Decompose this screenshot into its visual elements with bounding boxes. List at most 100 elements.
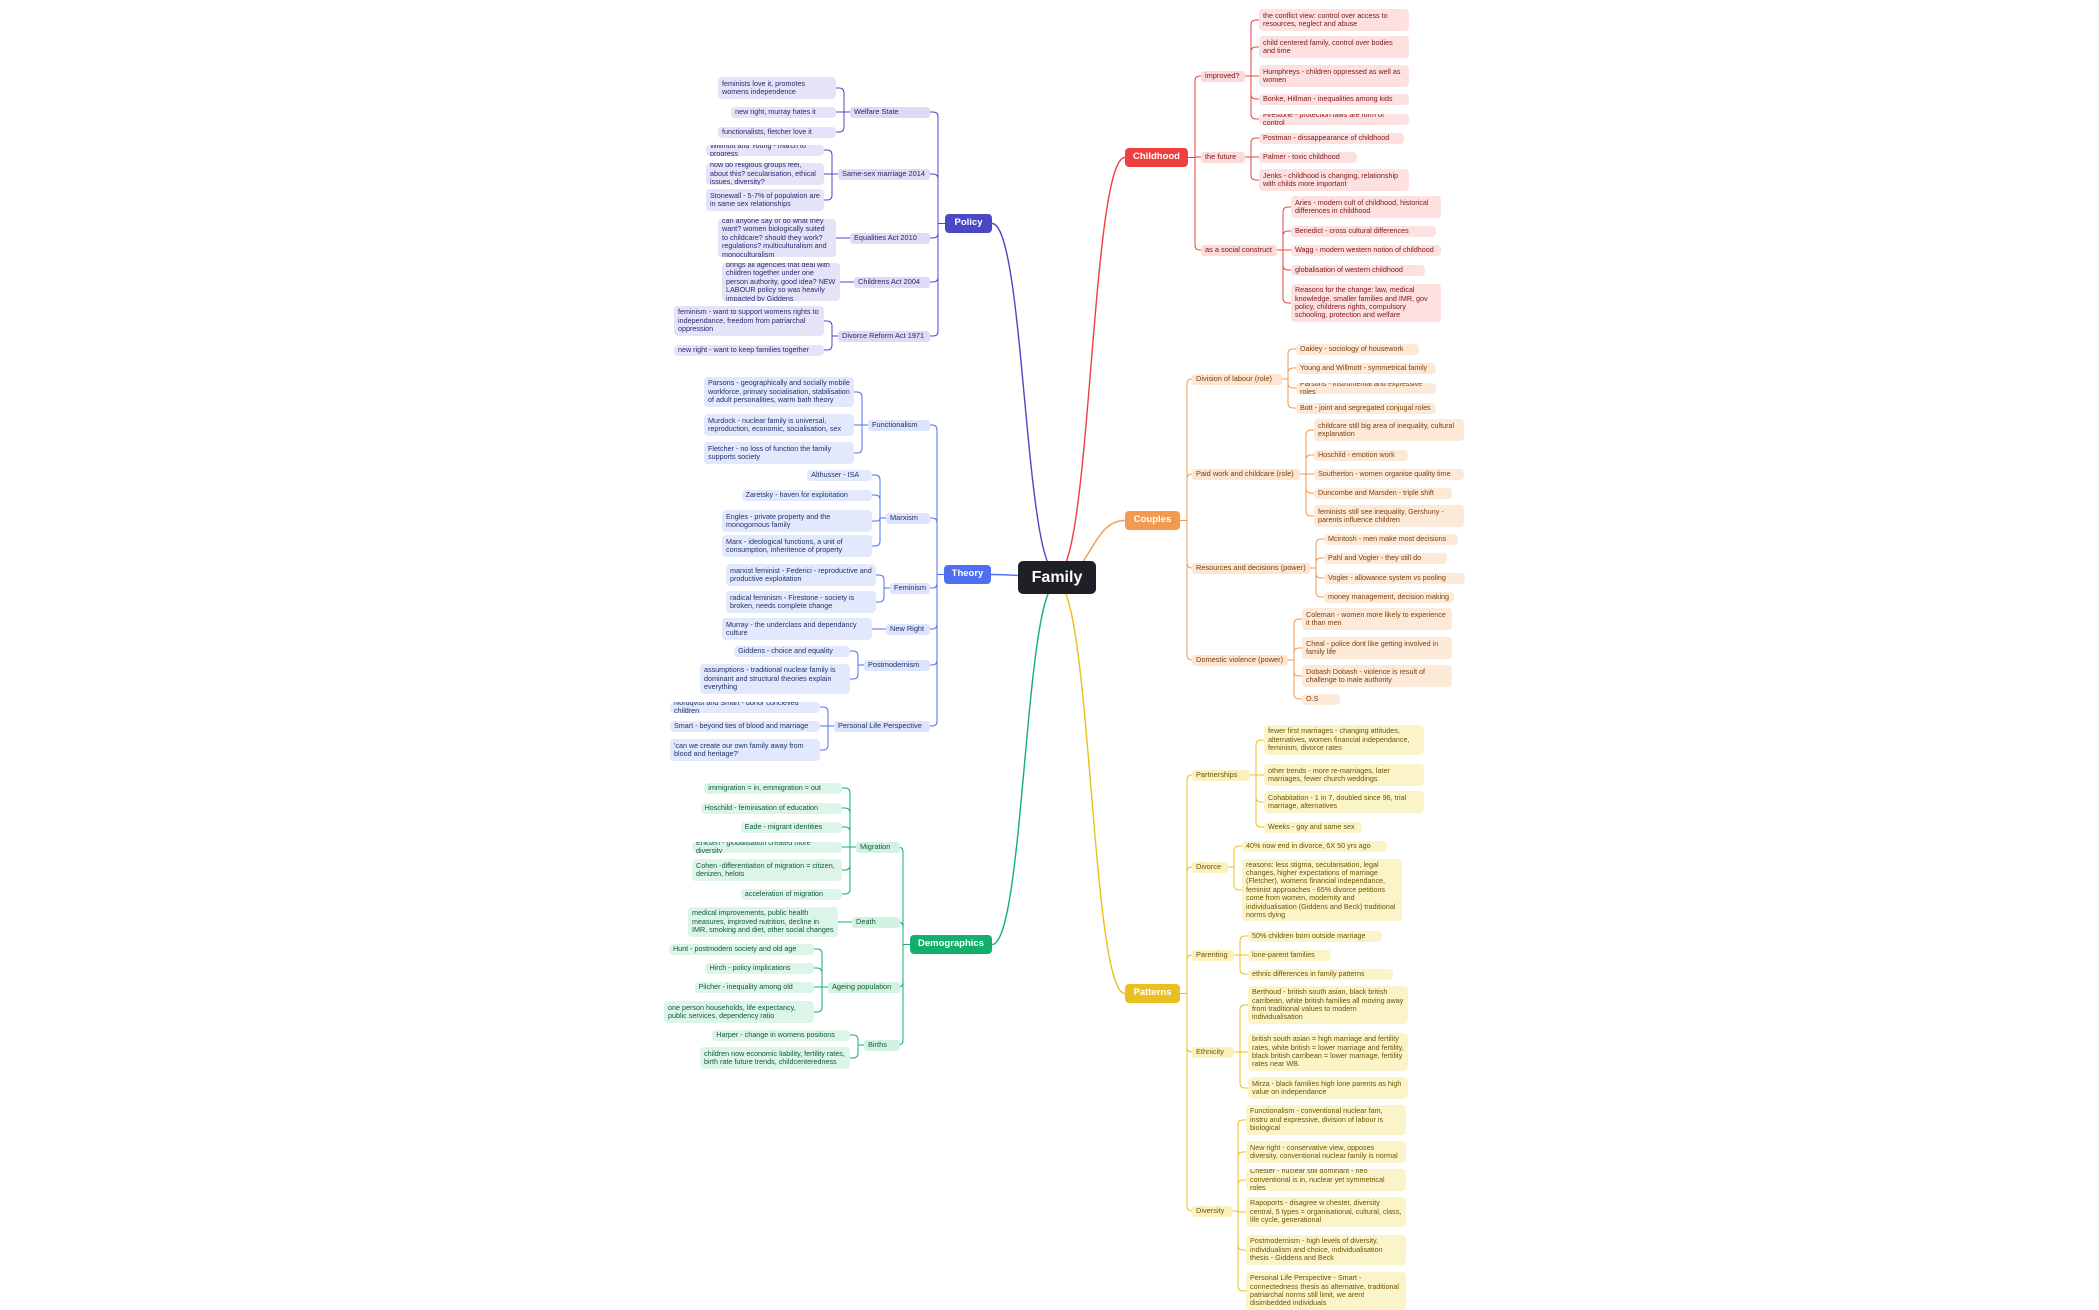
couples-leaf[interactable]: feminists still see inequality, Gershuny… — [1314, 505, 1464, 527]
theory-leaf[interactable]: Fletcher - no loss of function the famil… — [704, 442, 854, 464]
theory-leaf[interactable]: radical feminism - Firestone - society i… — [726, 591, 876, 613]
couples-topic[interactable]: Paid work and childcare (role) — [1192, 468, 1300, 480]
childhood-topic[interactable]: improved? — [1201, 70, 1245, 82]
couples-leaf[interactable]: Bott - joint and segregated conjugal rol… — [1296, 402, 1436, 414]
couples-leaf[interactable]: Pahl and Vogler - they still do — [1324, 552, 1448, 564]
patterns-leaf[interactable]: Postmodernism - high levels of diversity… — [1246, 1235, 1406, 1265]
policy-topic[interactable]: Welfare State — [850, 106, 930, 118]
demographics-topic[interactable]: Ageing population — [828, 981, 900, 993]
demographics-leaf[interactable]: Hirch - policy implications — [705, 962, 814, 974]
couples-topic[interactable]: Division of labour (role) — [1192, 373, 1282, 385]
theory-topic[interactable]: New Right — [886, 623, 930, 635]
patterns-topic[interactable]: Divorce — [1192, 861, 1228, 873]
policy-leaf[interactable]: can anyone say or do what they want? wom… — [718, 219, 836, 257]
patterns-leaf[interactable]: Mirza - black families high lone parents… — [1248, 1077, 1408, 1099]
patterns-leaf[interactable]: Rapoports - disagree w chester, diversit… — [1246, 1197, 1406, 1227]
couples-leaf[interactable]: Dobash Dobash - violence is result of ch… — [1302, 665, 1452, 687]
patterns-leaf[interactable]: Personal Life Perspective - Smart - conn… — [1246, 1272, 1406, 1310]
couples-leaf[interactable]: Hoschild - emotion work — [1314, 449, 1408, 461]
childhood-leaf[interactable]: Bonke, Hillman - inequalities among kids — [1259, 93, 1409, 105]
couples-leaf[interactable]: childcare still big area of inequality, … — [1314, 419, 1464, 441]
policy-topic[interactable]: Same-sex marriage 2014 — [838, 168, 930, 180]
theory-leaf[interactable]: Althusser - ISA — [807, 469, 872, 481]
theory-topic[interactable]: Functionalism — [868, 419, 930, 431]
childhood-leaf[interactable]: Aries - modern cult of childhood, histor… — [1291, 196, 1441, 218]
couples-leaf[interactable]: Coleman - women more likely to experienc… — [1302, 608, 1452, 630]
patterns-leaf[interactable]: 50% children born outside marriage — [1248, 930, 1383, 942]
childhood-leaf[interactable]: globalisation of western childhood — [1291, 264, 1426, 276]
patterns-leaf[interactable]: 40% now end in divorce, 6X 50 yrs ago — [1242, 840, 1388, 852]
policy-branch[interactable]: Policy — [945, 214, 992, 233]
demographics-leaf[interactable]: Pilcher - inequality among old — [694, 981, 814, 993]
patterns-topic[interactable]: Ethnicity — [1192, 1046, 1234, 1058]
theory-topic[interactable]: Marxism — [886, 512, 930, 524]
theory-leaf[interactable]: Parsons - geographically and socially mo… — [704, 377, 854, 407]
couples-leaf[interactable]: Southerton - women organise quality time — [1314, 468, 1464, 480]
patterns-leaf[interactable]: british south asian = high marriage and … — [1248, 1033, 1408, 1071]
theory-branch[interactable]: Theory — [944, 565, 991, 584]
demographics-leaf[interactable]: Eriksen - globalisation created more div… — [692, 841, 842, 853]
couples-leaf[interactable]: Oakley - sociology of housework — [1296, 343, 1420, 355]
patterns-leaf[interactable]: Chester - nuclear still dominant - neo c… — [1246, 1169, 1406, 1191]
childhood-leaf[interactable]: child centered family, control over bodi… — [1259, 36, 1409, 58]
couples-leaf[interactable]: Parsons - instrumental and expressive ro… — [1296, 382, 1436, 394]
policy-leaf[interactable]: how do religious groups feel, about this… — [706, 163, 824, 185]
couples-leaf[interactable]: Duncombe and Marsden - triple shift — [1314, 487, 1452, 499]
couples-leaf[interactable]: Cheal - police dont like getting involve… — [1302, 637, 1452, 659]
patterns-topic[interactable]: Parenting — [1192, 949, 1234, 961]
theory-topic[interactable]: Feminism — [890, 582, 930, 594]
demographics-leaf[interactable]: one person households, life expectancy, … — [664, 1001, 814, 1023]
patterns-leaf[interactable]: ethnic differences in family patterns — [1248, 968, 1394, 980]
childhood-leaf[interactable]: Wagg - modern western notion of childhoo… — [1291, 244, 1441, 256]
patterns-leaf[interactable]: Berthoud - british south asian, black br… — [1248, 986, 1408, 1024]
root-node-family[interactable]: Family — [1018, 561, 1096, 594]
theory-topic[interactable]: Personal Life Perspective — [834, 720, 930, 732]
couples-leaf[interactable]: money management, decision making — [1324, 591, 1455, 603]
theory-leaf[interactable]: Engles - private property and the monogo… — [722, 510, 872, 532]
childhood-branch[interactable]: Childhood — [1125, 148, 1188, 167]
demographics-branch[interactable]: Demographics — [910, 935, 992, 954]
demographics-topic[interactable]: Births — [864, 1039, 900, 1051]
policy-leaf[interactable]: functionalists, fletcher love it — [718, 126, 836, 138]
couples-leaf[interactable]: O.S — [1302, 693, 1340, 705]
patterns-leaf[interactable]: reasons: less stigma, secularisation, le… — [1242, 859, 1402, 921]
theory-leaf[interactable]: assumptions - traditional nuclear family… — [700, 664, 850, 694]
childhood-leaf[interactable]: Firestone - protection laws are form of … — [1259, 113, 1409, 125]
couples-leaf[interactable]: Mcintosh - men make most decisions — [1324, 533, 1459, 545]
childhood-topic[interactable]: the future — [1201, 151, 1245, 163]
policy-topic[interactable]: Equalities Act 2010 — [850, 232, 930, 244]
theory-leaf[interactable]: 'can we create our own family away from … — [670, 739, 820, 761]
patterns-leaf[interactable]: New right - conservative view, opposes d… — [1246, 1141, 1406, 1163]
policy-leaf[interactable]: new right - want to keep families togeth… — [674, 344, 824, 356]
demographics-leaf[interactable]: Eade - migrant identities — [740, 821, 842, 833]
theory-leaf[interactable]: Murray - the underclass and dependancy c… — [722, 618, 872, 640]
demographics-topic[interactable]: Migration — [856, 841, 900, 853]
patterns-leaf[interactable]: Functionalism - conventional nuclear fam… — [1246, 1105, 1406, 1135]
policy-leaf[interactable]: brings all agencies that deal with child… — [722, 263, 840, 301]
theory-leaf[interactable]: Nordqvist and Smart - donor concieved ch… — [670, 701, 820, 713]
policy-leaf[interactable]: feminism - want to support womens rights… — [674, 306, 824, 336]
demographics-leaf[interactable]: children now economic liability, fertili… — [700, 1047, 850, 1069]
demographics-leaf[interactable]: immigration = in, emmigration = out — [704, 782, 842, 794]
childhood-leaf[interactable]: Benedict - cross cultural differences — [1291, 225, 1437, 237]
couples-leaf[interactable]: Young and Willmott - symmetrical family — [1296, 362, 1436, 374]
theory-leaf[interactable]: Murdock - nuclear family is universal, r… — [704, 414, 854, 436]
demographics-leaf[interactable]: Cohen -differentiation of migration = ci… — [692, 859, 842, 881]
patterns-topic[interactable]: Partnerships — [1192, 769, 1250, 781]
childhood-leaf[interactable]: Jenks - childhood is changing, relations… — [1259, 169, 1409, 191]
childhood-leaf[interactable]: the conflict view: control over access t… — [1259, 9, 1409, 31]
policy-leaf[interactable]: feminists love it, promotes womens indep… — [718, 77, 836, 99]
couples-branch[interactable]: Couples — [1125, 511, 1180, 530]
policy-leaf[interactable]: Stonewall - 5-7% of population are in sa… — [706, 189, 824, 211]
theory-leaf[interactable]: Giddens - choice and equality — [734, 645, 850, 657]
childhood-leaf[interactable]: Palmer - toxic childhood — [1259, 151, 1357, 163]
theory-leaf[interactable]: Marx - ideological functions, a unit of … — [722, 535, 872, 557]
policy-topic[interactable]: Childrens Act 2004 — [854, 276, 930, 288]
demographics-leaf[interactable]: medical improvements, public health meas… — [688, 907, 838, 937]
patterns-branch[interactable]: Patterns — [1125, 984, 1180, 1003]
couples-topic[interactable]: Resources and decisions (power) — [1192, 562, 1310, 574]
theory-leaf[interactable]: Smart - beyond ties of blood and marriag… — [670, 720, 820, 732]
childhood-topic[interactable]: as a social construct — [1201, 244, 1277, 256]
theory-topic[interactable]: Postmodernism — [864, 659, 930, 671]
demographics-leaf[interactable]: acceleration of migration — [740, 888, 842, 900]
